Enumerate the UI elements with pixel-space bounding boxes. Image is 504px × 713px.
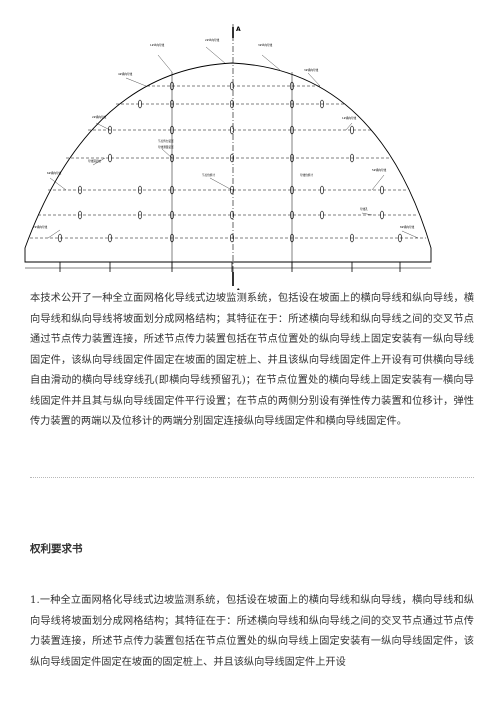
label-transverse-8: 8#横向导线 <box>400 225 415 229</box>
label-measuring-device: 导线测量装置 <box>158 145 174 149</box>
longitudinal-wires <box>171 72 293 268</box>
label-longitudinal-1: 1#纵向导线 <box>150 43 165 47</box>
label-longitudinal-3: 3#纵向导线 <box>258 43 273 47</box>
label-transverse-3: 3#横向导线 <box>304 68 319 72</box>
label-wire-hole: 导线孔 <box>360 207 368 211</box>
label-node-device: 节点传力装置 <box>158 139 174 143</box>
claim-1-text: 1.一种全立面网格化导线式边坡监测系统，包括设在坡面上的横向导线和纵向导线，横向… <box>30 595 474 668</box>
label-longitudinal-2: 2#纵向导线 <box>205 38 220 42</box>
label-fixed-post: 导线固定桩 <box>88 159 101 163</box>
slope-outline <box>24 62 432 263</box>
node-devices <box>58 81 402 243</box>
label-transverse-1: 1#横向导线 <box>342 116 357 120</box>
label-transverse-6: 6#横向导线 <box>47 171 62 175</box>
base-fixed-posts <box>59 262 401 272</box>
claims-heading: 权利要求书 <box>30 543 83 555</box>
abstract-text: 本技术公开了一种全立面网格化导线式边坡监测系统，包括设在坡面上的横向导线和纵向导… <box>30 293 474 427</box>
section-marker-top: A <box>236 26 241 33</box>
section-divider <box>30 477 474 478</box>
leader-lines <box>47 46 419 239</box>
label-transverse-4: 4#横向导线 <box>118 72 133 76</box>
label-transverse-5: 5#横向导线 <box>372 168 387 172</box>
label-transverse-7: 7#横向导线 <box>33 225 48 229</box>
diagram-labels: 1#纵向导线 2#纵向导线 3#纵向导线 4#横向导线 3#横向导线 2#横向导… <box>33 38 415 229</box>
label-node-displacement-meter: 节点位移计 <box>202 173 215 177</box>
section-marker-bottom: A <box>236 288 241 290</box>
label-wire-displacement-meter: 导线位移计 <box>300 173 313 177</box>
label-transverse-2: 2#横向导线 <box>92 115 107 119</box>
slope-monitoring-diagram: A A <box>24 24 432 290</box>
